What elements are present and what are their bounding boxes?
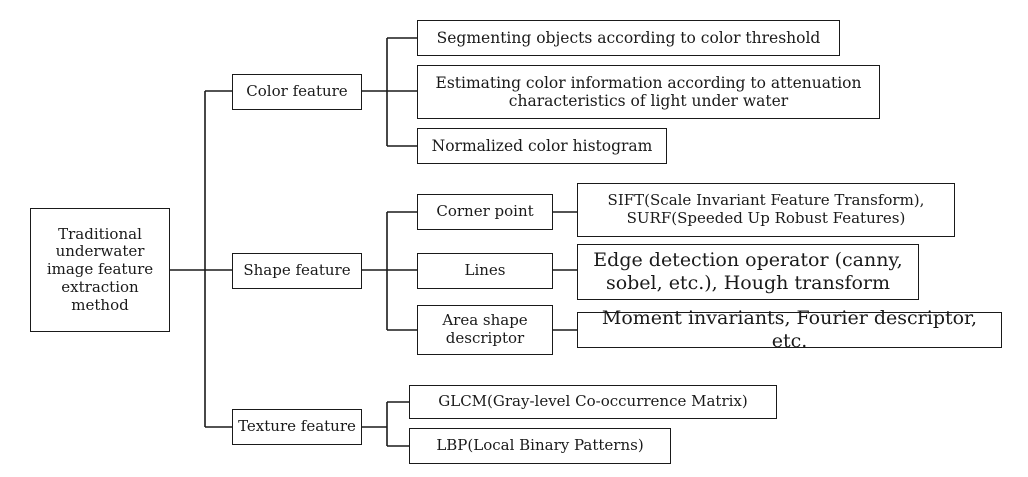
- color-histogram-node: Normalized color histogram: [417, 128, 667, 164]
- lbp-label: LBP(Local Binary Patterns): [436, 436, 644, 455]
- area-shape-descriptor-label: Area shape descriptor: [442, 311, 528, 347]
- corner-point-node: Corner point: [417, 194, 553, 230]
- texture-feature-node: Texture feature: [232, 409, 362, 445]
- corner-point-label: Corner point: [436, 202, 534, 221]
- lines-label: Lines: [464, 261, 506, 280]
- texture-feature-label: Texture feature: [238, 417, 356, 436]
- root-node-label: Traditional underwater image feature ext…: [46, 224, 154, 314]
- light-attenuation-node: Estimating color information according t…: [417, 65, 880, 119]
- sift-surf-label: SIFT(Scale Invariant Feature Transform),…: [607, 191, 925, 227]
- shape-feature-node: Shape feature: [232, 253, 362, 289]
- light-attenuation-label: Estimating color information according t…: [435, 73, 862, 110]
- color-feature-node: Color feature: [232, 74, 362, 110]
- glcm-label: GLCM(Gray-level Co-occurrence Matrix): [438, 392, 748, 411]
- moment-invariants-label: Moment invariants, Fourier descriptor, e…: [601, 307, 978, 352]
- sift-surf-node: SIFT(Scale Invariant Feature Transform),…: [577, 183, 955, 237]
- color-feature-label: Color feature: [246, 82, 348, 101]
- color-threshold-label: Segmenting objects according to color th…: [436, 28, 821, 47]
- moment-invariants-node: Moment invariants, Fourier descriptor, e…: [577, 307, 1002, 352]
- color-threshold-node: Segmenting objects according to color th…: [417, 20, 840, 56]
- lines-node: Lines: [417, 253, 553, 289]
- area-shape-descriptor-node: Area shape descriptor: [417, 305, 553, 355]
- lbp-node: LBP(Local Binary Patterns): [409, 428, 671, 464]
- glcm-node: GLCM(Gray-level Co-occurrence Matrix): [409, 385, 777, 419]
- color-histogram-label: Normalized color histogram: [431, 136, 653, 155]
- shape-feature-label: Shape feature: [243, 261, 351, 280]
- edge-detection-node: Edge detection operator (canny, sobel, e…: [577, 244, 919, 300]
- root-node: Traditional underwater image feature ext…: [30, 208, 170, 332]
- edge-detection-label: Edge detection operator (canny, sobel, e…: [593, 249, 903, 294]
